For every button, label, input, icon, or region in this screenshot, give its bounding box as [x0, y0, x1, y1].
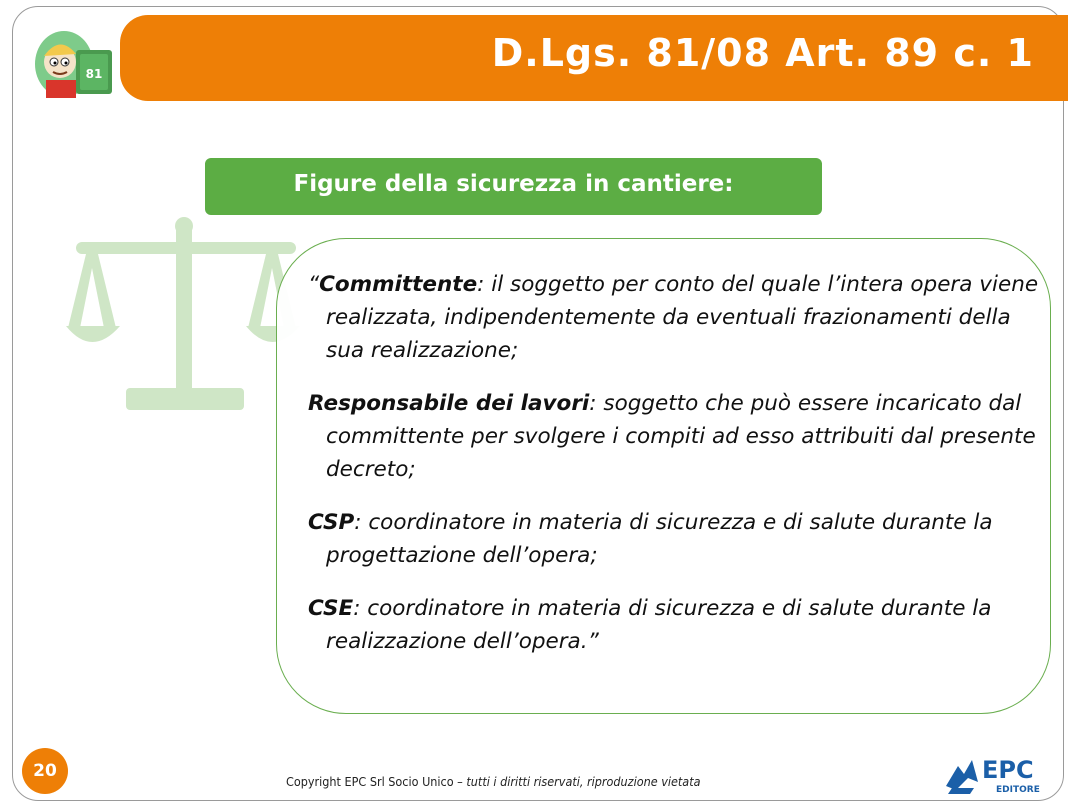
- definition-committente: “Committente: il soggetto per conto del …: [308, 272, 1039, 363]
- term-committente: Committente: [319, 272, 478, 297]
- page-number: 20: [22, 748, 68, 794]
- definition-responsabile: Responsabile dei lavori: soggetto che pu…: [308, 391, 1036, 482]
- definitions-box: [276, 238, 1051, 714]
- scales-of-justice-icon: [66, 217, 300, 410]
- definition-csp: CSP: coordinatore in materia di sicurezz…: [308, 510, 993, 568]
- term-csp: CSP: [308, 510, 355, 535]
- svg-text:EDITORE: EDITORE: [996, 785, 1040, 795]
- term-responsabile: Responsabile dei lavori: [308, 391, 590, 416]
- mascot-badge: 81: [86, 67, 103, 81]
- section-banner: Figure della sicurezza in cantiere:: [205, 158, 822, 215]
- copyright-notice: Copyright EPC Srl Socio Unico – tutti i …: [286, 774, 701, 789]
- title-bar: D.Lgs. 81/08 Art. 89 c. 1: [120, 15, 1068, 101]
- mascot-icon: 81: [35, 31, 112, 98]
- term-cse: CSE: [308, 596, 354, 621]
- section-heading: Figure della sicurezza in cantiere:: [293, 171, 734, 197]
- definition-text: il soggetto per conto del quale l’intera…: [326, 272, 1039, 363]
- definitions-list: “Committente: il soggetto per conto del …: [308, 268, 1048, 678]
- epc-logo: EPC EDITORE: [946, 756, 1040, 795]
- slide-title: D.Lgs. 81/08 Art. 89 c. 1: [491, 31, 1034, 75]
- definition-text: soggetto che può essere incaricato dal c…: [326, 391, 1036, 482]
- definition-cse: CSE: coordinatore in materia di sicurezz…: [308, 596, 992, 654]
- svg-text:EPC: EPC: [982, 756, 1034, 784]
- definition-text: coordinatore in materia di sicurezza e d…: [326, 510, 993, 568]
- definition-text: coordinatore in materia di sicurezza e d…: [326, 596, 992, 654]
